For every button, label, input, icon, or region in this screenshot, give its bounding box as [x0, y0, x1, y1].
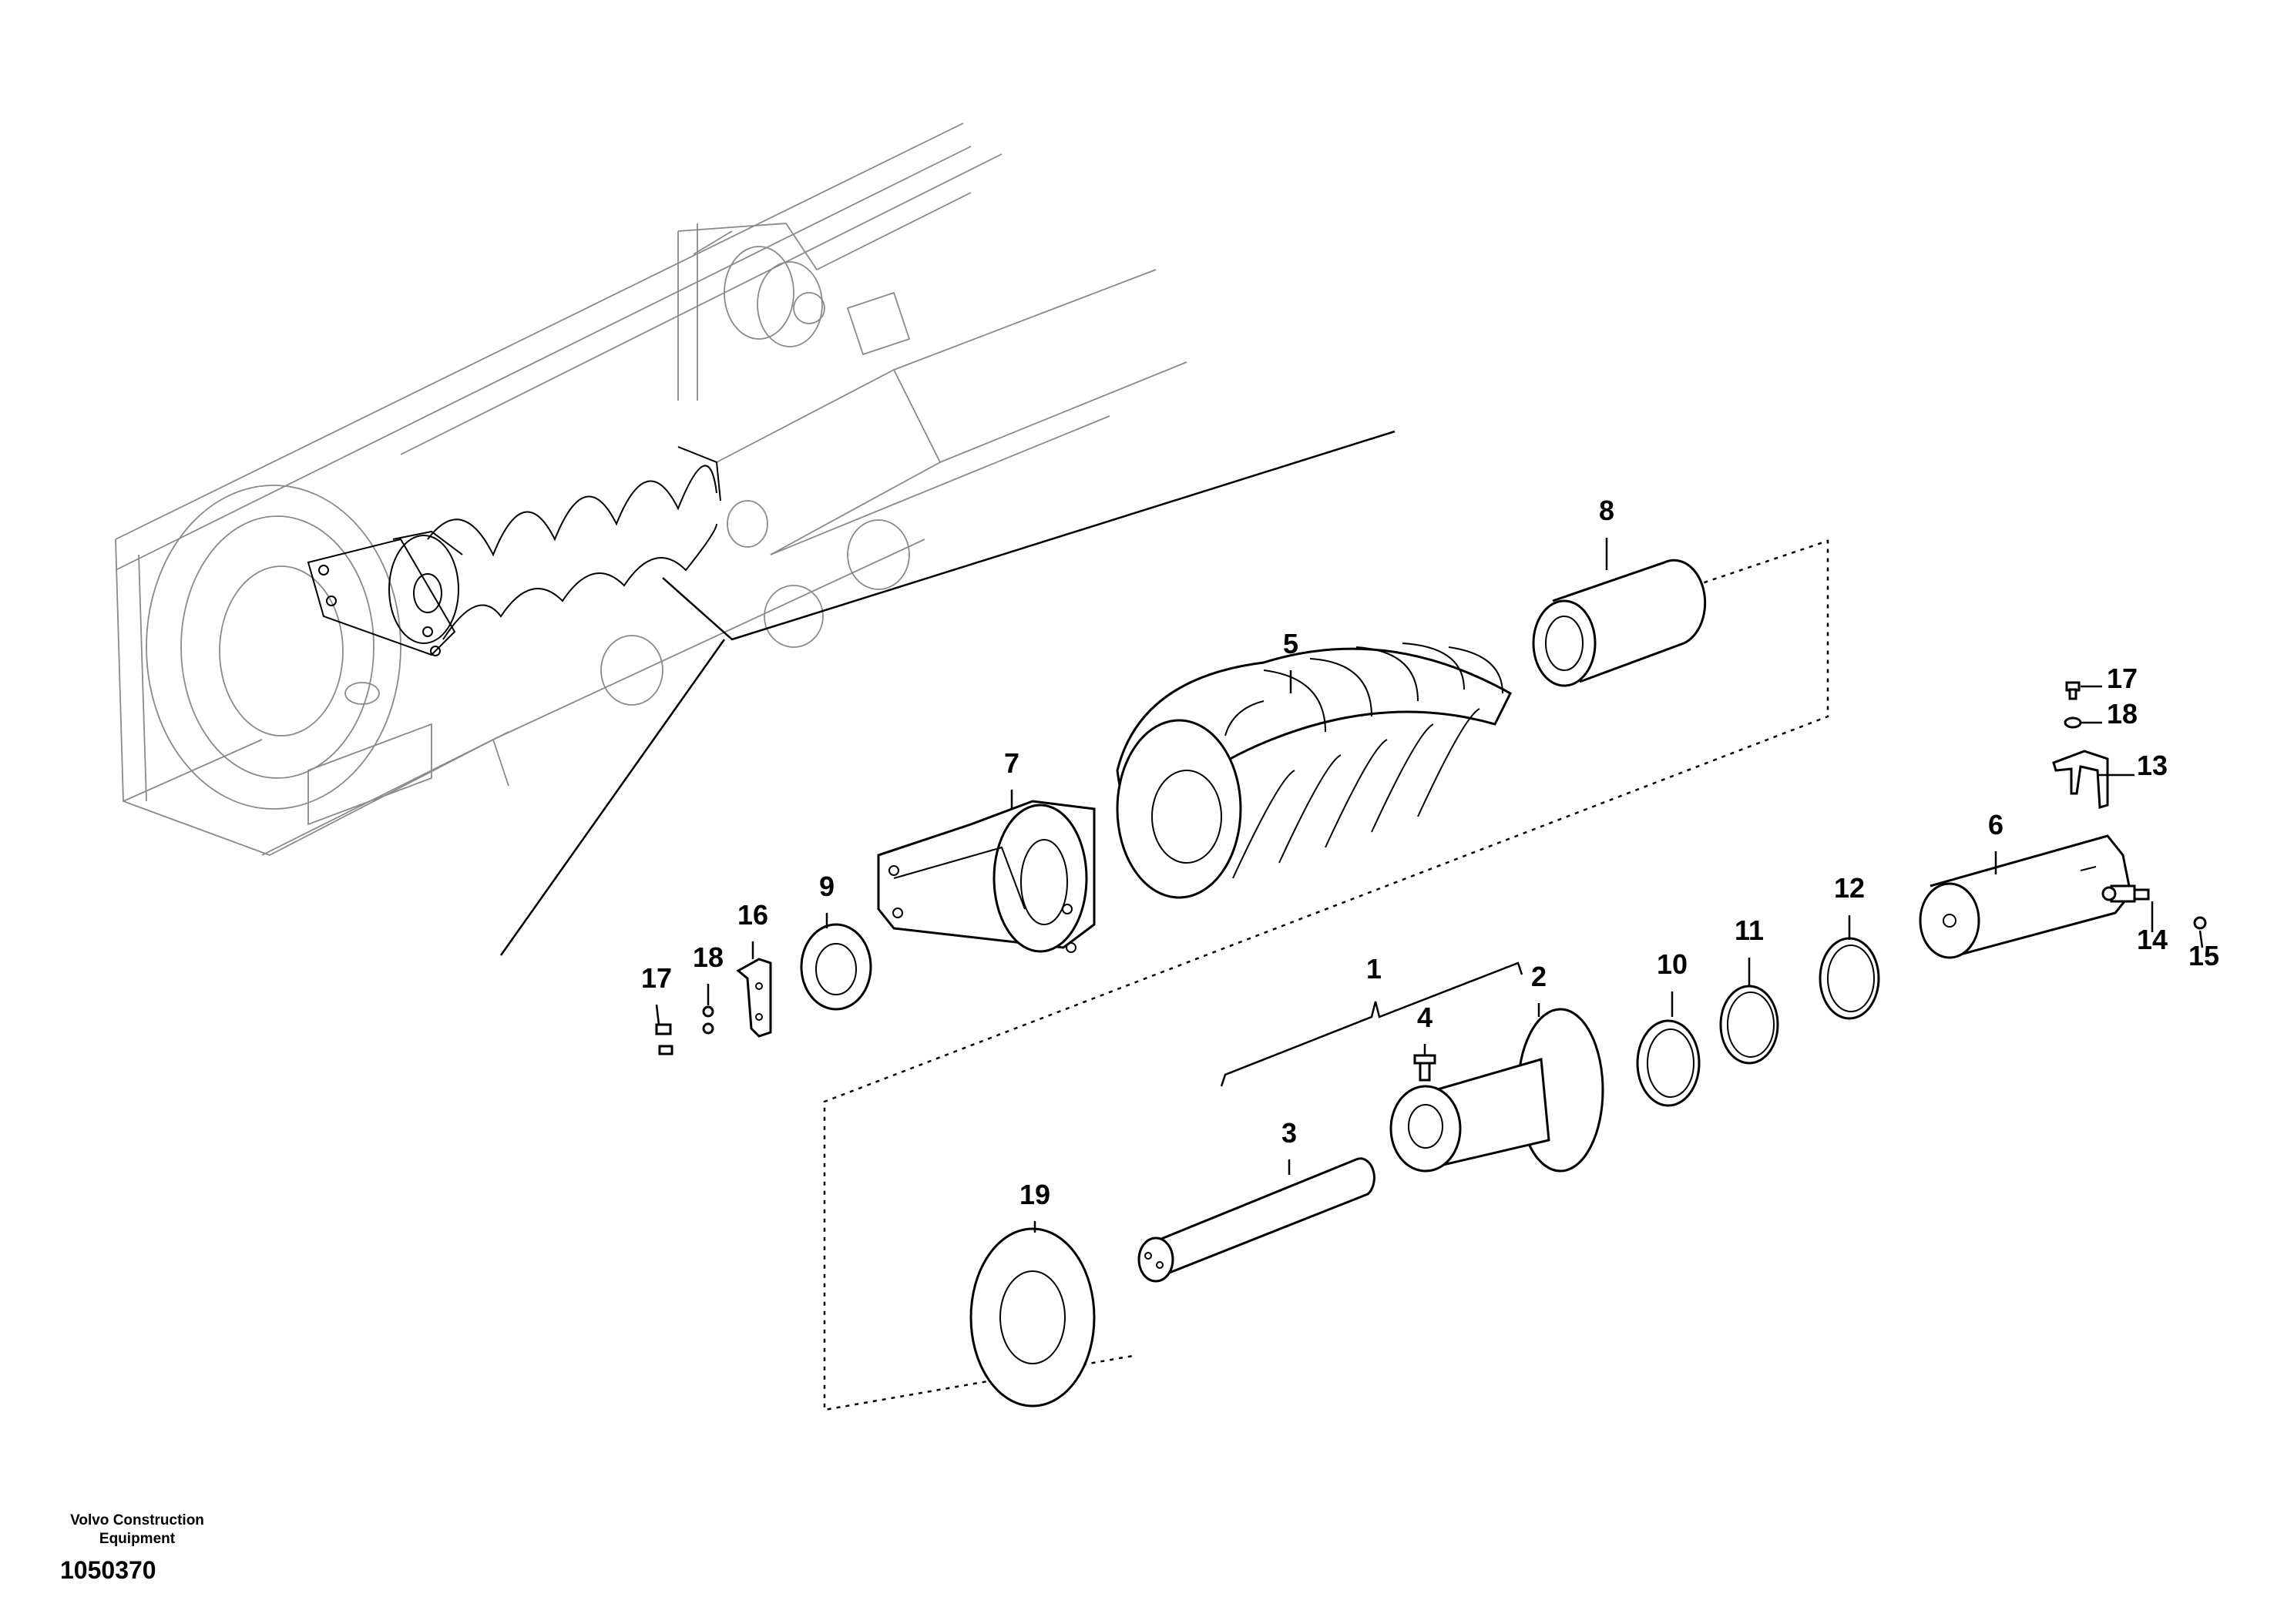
- assembly-boundary-dashed: [823, 539, 1829, 1411]
- detail-enlargement-lines: [499, 430, 1396, 956]
- callout-4: 4: [1417, 1002, 1432, 1033]
- callout-14: 14: [2137, 924, 2168, 955]
- callout-11: 11: [1735, 914, 1764, 946]
- part-4-bolt: [1413, 1054, 1436, 1082]
- part-12-ring: [1819, 937, 1880, 1020]
- callout-8: 8: [1599, 495, 1614, 526]
- part-11-ring: [1719, 985, 1779, 1065]
- callout-5: 5: [1283, 628, 1298, 659]
- part-10-ring: [1636, 1019, 1701, 1107]
- part-15-cap: [2193, 916, 2207, 930]
- part-13-bracket: [2052, 750, 2109, 809]
- title-block: Volvo Construction Equipment 1050370: [60, 1512, 214, 1585]
- part-3-shaft: [1137, 1157, 1375, 1283]
- part-17-bolt-right: [2065, 681, 2081, 700]
- manufacturer-name-line1: Volvo Construction: [70, 1512, 204, 1528]
- callout-13: 13: [2137, 750, 2168, 781]
- part-7-bracket: [877, 800, 1096, 953]
- part-6-cylinder: [1919, 834, 2132, 959]
- callout-15: 15: [2188, 940, 2219, 971]
- assembly-1-brace: [1220, 961, 1523, 1087]
- leader-lines: [655, 538, 2204, 1233]
- callout-17: 17: [641, 962, 672, 994]
- part-16-clip: [736, 958, 772, 1038]
- callout-12: 12: [1834, 872, 1865, 904]
- callout-19: 19: [1019, 1179, 1050, 1210]
- callout-9: 9: [819, 871, 835, 902]
- manufacturer-name-line2: Equipment: [99, 1531, 176, 1547]
- part-17-bolt-left: [655, 1023, 673, 1055]
- callout-1: 1: [1366, 953, 1382, 985]
- undercarriage-frame-context: [115, 122, 1187, 856]
- callout-10: 10: [1657, 948, 1688, 980]
- callout-3: 3: [1281, 1117, 1297, 1149]
- callout-2: 2: [1531, 961, 1547, 992]
- callout-18: 18: [693, 941, 724, 973]
- part-9-bushing: [800, 923, 872, 1011]
- callout-17: 17: [2107, 663, 2138, 694]
- part-19-washer: [969, 1227, 1096, 1408]
- drawing-number: 1050370: [60, 1556, 156, 1584]
- callout-18: 18: [2107, 698, 2138, 730]
- part-2-hub: [1389, 1008, 1604, 1173]
- callout-7: 7: [1004, 747, 1019, 779]
- part-14-fitting: [2101, 884, 2150, 903]
- part-8-sleeve: [1532, 559, 1707, 687]
- callout-6: 6: [1988, 809, 2003, 841]
- part-5-coil-spring: [1116, 643, 1512, 899]
- part-18-washer-left: [702, 1005, 714, 1035]
- installed-spring-context: [307, 446, 721, 656]
- part-18-washer-right: [2064, 716, 2082, 729]
- callout-16: 16: [737, 899, 768, 931]
